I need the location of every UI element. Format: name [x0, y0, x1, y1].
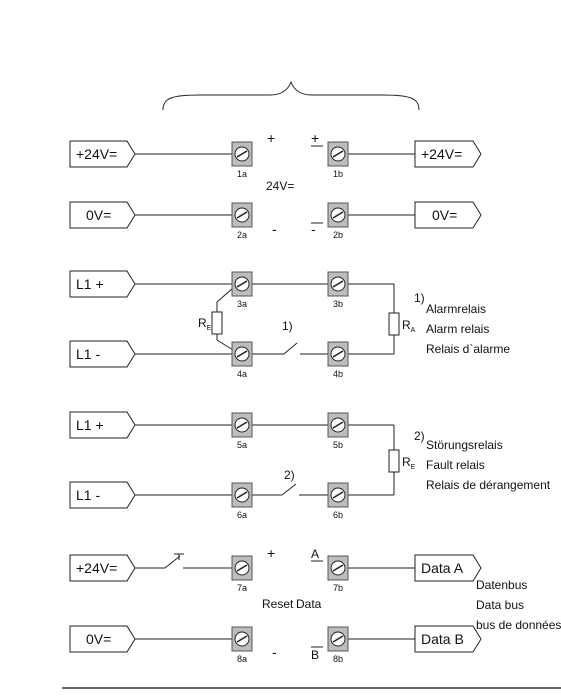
flag-row1-left	[69, 140, 136, 168]
resistor-re-1-label: RE	[198, 316, 212, 332]
plus-sign-1a: +	[267, 130, 275, 146]
note-1-line-2: Alarm relais	[426, 322, 489, 336]
flag-row6-left	[69, 481, 136, 509]
flag-row3-left	[69, 270, 136, 298]
flag-row1-left-label: +24V=	[76, 146, 117, 162]
flag-row7-left-label: +24V=	[76, 560, 117, 576]
flag-row2-left-label: 0V=	[86, 207, 111, 223]
note-1-line-1: Alarmrelais	[426, 302, 486, 316]
terminal-label: 2b	[333, 230, 343, 240]
terminal-6b: 6b	[327, 482, 349, 520]
plus-sign-7a: +	[267, 545, 275, 561]
contact-1-label: 1)	[282, 319, 293, 333]
resistor-re-2	[388, 449, 400, 473]
plus-sign-1b: +	[311, 130, 319, 146]
terminal-1a: 1a	[231, 141, 253, 179]
terminal-2a: 2a	[231, 202, 253, 240]
terminal-5b: 5b	[327, 412, 349, 450]
resistor-ra	[388, 312, 400, 336]
resistor-re-2-label: RE	[402, 455, 416, 471]
flag-row2-right	[414, 201, 482, 229]
flag-row8-left	[69, 625, 136, 653]
terminal-4a: 4a	[231, 341, 253, 379]
terminal-label: 4b	[333, 369, 343, 379]
terminal-blocks: 1a 1b 2a 2b 3a 3b 4a 4b 5a 5b 6a 6b 7a 7b 8a 8b	[231, 141, 349, 664]
data-label: Data	[296, 597, 322, 611]
terminal-2b: 2b	[327, 202, 349, 240]
flag-row8-right	[414, 625, 482, 653]
terminal-3b: 3b	[327, 271, 349, 309]
terminal-label: 1b	[333, 169, 343, 179]
terminal-5a: 5a	[231, 412, 253, 450]
sign-b-8b: B	[311, 648, 319, 662]
flag-row1-right	[414, 140, 482, 168]
sign-a-7b: A	[311, 547, 319, 561]
note-1-line-3: Relais d`alarme	[426, 342, 510, 356]
flag-row3-left-label: L1 +	[76, 276, 104, 292]
bus-note-line-2: Data bus	[476, 598, 524, 612]
note-2-line-2: Fault relais	[426, 458, 485, 472]
flag-row8-right-label: Data B	[421, 631, 464, 647]
flag-row5-left-label: L1 +	[76, 417, 104, 433]
terminal-label: 7b	[333, 583, 343, 593]
note-2-line-3: Relais de dérangement	[426, 478, 551, 492]
flag-row7-right	[414, 554, 482, 582]
terminal-7a: 7a	[231, 555, 253, 593]
resistor-ra-label: RA	[402, 318, 416, 334]
terminal-8a: 8a	[231, 626, 253, 664]
terminal-7b: 7b	[327, 555, 349, 593]
bus-note-line-3: bus de données	[476, 618, 561, 632]
flag-row8-left-label: 0V=	[86, 631, 111, 647]
terminal-label: 5b	[333, 440, 343, 450]
terminal-8b: 8b	[327, 626, 349, 664]
bus-note-line-1: Datenbus	[476, 578, 527, 592]
terminal-label: 7a	[237, 583, 247, 593]
terminal-4b: 4b	[327, 341, 349, 379]
contact-2-label: 2)	[284, 468, 295, 482]
minus-sign-8a: -	[272, 644, 277, 660]
minus-sign-2a: -	[272, 221, 277, 237]
terminal-label: 4a	[237, 369, 247, 379]
note-1-mark: 1)	[414, 291, 425, 305]
terminal-label: 6b	[333, 510, 343, 520]
flag-row7-left	[69, 554, 136, 582]
terminal-label: 6a	[237, 510, 247, 520]
flag-row2-left	[69, 201, 136, 229]
terminal-label: 5a	[237, 440, 247, 450]
terminal-label: 8a	[237, 654, 247, 664]
terminal-label: 8b	[333, 654, 343, 664]
flag-row1-right-label: +24V=	[421, 146, 462, 162]
flag-row7-right-label: Data A	[421, 560, 464, 576]
flag-row4-left-label: L1 -	[76, 346, 100, 362]
terminal-6a: 6a	[231, 482, 253, 520]
terminal-3a: 3a	[231, 271, 253, 309]
terminal-label: 2a	[237, 230, 247, 240]
terminal-label: 1a	[237, 169, 247, 179]
minus-sign-2b: -	[311, 221, 316, 237]
flag-row4-left	[69, 340, 136, 368]
reset-label: Reset	[262, 597, 294, 611]
flag-row2-right-label: 0V=	[432, 207, 457, 223]
supply-label: 24V=	[266, 179, 294, 193]
note-2-mark: 2)	[414, 429, 425, 443]
terminal-label: 3a	[237, 299, 247, 309]
terminal-label: 3b	[333, 299, 343, 309]
top-brace	[162, 80, 420, 111]
terminal-1b: 1b	[327, 141, 349, 179]
flag-row5-left	[69, 411, 136, 439]
note-2-line-1: Störungsrelais	[426, 438, 503, 452]
flag-row6-left-label: L1 -	[76, 487, 100, 503]
resistor-re-1	[211, 311, 223, 335]
